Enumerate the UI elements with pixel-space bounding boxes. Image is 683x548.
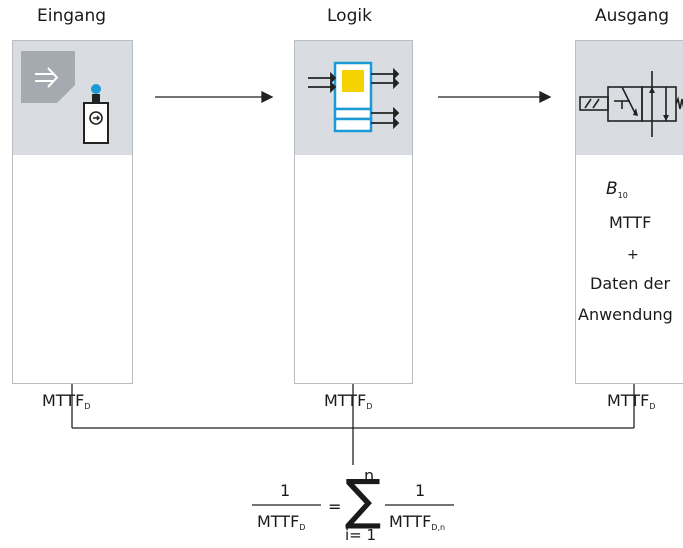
sum-lower-limit: i= 1 <box>345 526 377 544</box>
logic-box-header <box>295 41 412 155</box>
input-column-title: Eingang <box>37 6 107 26</box>
output-mttf-label: MTTFD <box>607 391 656 411</box>
logic-box: MTTFD <box>294 40 413 411</box>
input-mttf-label: MTTFD <box>42 391 91 411</box>
arrow-in-icon <box>21 51 75 103</box>
output-box-header <box>576 41 683 155</box>
logic-to-output-arrowhead <box>539 90 552 104</box>
sum-symbol: ∑ <box>345 468 382 531</box>
logic-block-icon <box>308 61 400 133</box>
input-box-header <box>13 41 132 155</box>
logic-mttf-label: MTTFD <box>324 391 373 411</box>
data-line2: Anwendung <box>578 305 673 324</box>
input-icons <box>21 51 109 144</box>
plus-sign: + <box>627 247 639 263</box>
input-box: MTTFD <box>12 40 133 411</box>
output-box: B10 MTTF + Daten der Anwendung MTTFD <box>575 40 683 411</box>
formula-left-numerator: 1 <box>280 481 291 500</box>
b10-label: B10 <box>606 179 628 200</box>
formula-left-denominator: MTTFD <box>257 512 306 532</box>
formula-right-numerator: 1 <box>415 481 426 500</box>
pushbutton-sensor-icon <box>83 84 109 144</box>
output-column-title: Ausgang <box>595 6 670 26</box>
output-mttf-requirement: MTTF <box>609 213 652 232</box>
formula-equals: = <box>328 497 342 516</box>
input-to-logic-arrowhead <box>261 90 274 104</box>
data-line1: Daten der <box>590 274 671 293</box>
logic-column-title: Logik <box>327 6 372 26</box>
sum-upper-limit: n <box>364 466 375 485</box>
formula-right-denominator: MTTFD,n <box>389 512 446 532</box>
